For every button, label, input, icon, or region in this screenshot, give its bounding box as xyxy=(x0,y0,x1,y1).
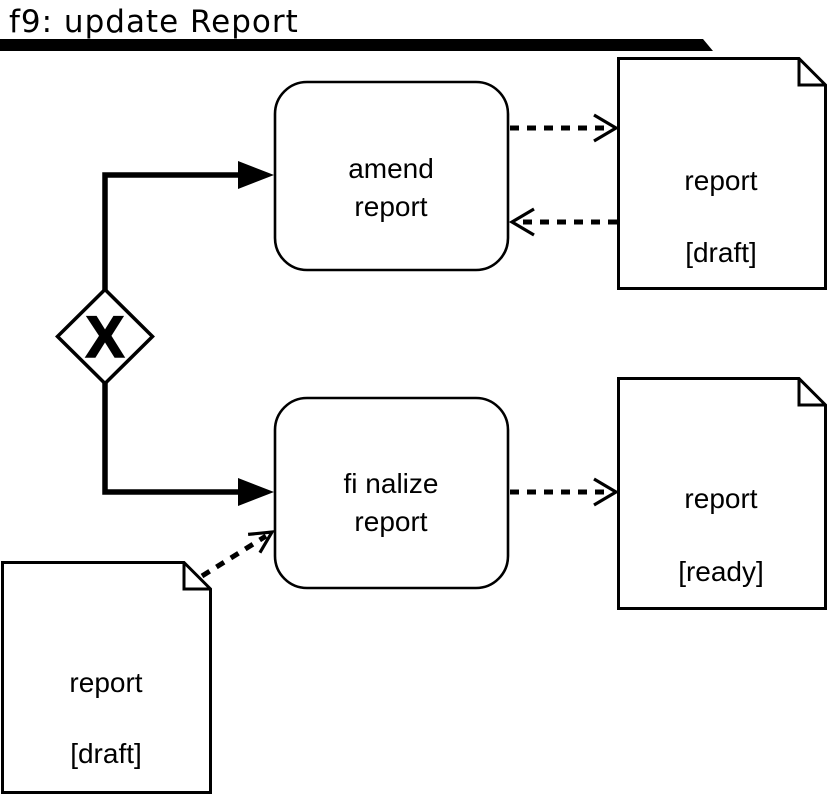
document-page xyxy=(617,377,827,610)
document-label-line1: report xyxy=(684,165,757,196)
document-label-line1: report xyxy=(69,667,142,698)
sequence-flow-to-amend xyxy=(102,161,274,290)
document-label-line1: report xyxy=(684,483,757,514)
data-flow-draft-to-amend xyxy=(508,207,617,237)
document-fold-icon xyxy=(797,378,826,407)
arrowhead-solid xyxy=(238,478,274,506)
data-flow-finalize-to-ready xyxy=(510,477,620,507)
document-report-draft-top: report [draft] xyxy=(617,57,827,290)
page-title: f9: update Report xyxy=(9,4,299,40)
task-finalize-report: fi nalize report xyxy=(273,396,510,590)
arrowhead-open xyxy=(247,530,275,554)
document-page xyxy=(617,57,827,290)
gateway-diamond xyxy=(55,287,155,386)
task-label-line2: report xyxy=(354,506,427,537)
arrowhead-solid xyxy=(238,161,274,189)
document-report-ready: report [ready] xyxy=(617,377,827,610)
title-block: f9: update Report xyxy=(0,4,713,51)
document-page xyxy=(1,561,212,794)
gateway-x-marker: X xyxy=(86,305,125,370)
document-report-draft-bottom: report [draft] xyxy=(1,561,212,794)
document-label-line2: [ready] xyxy=(678,556,764,587)
arrowhead-open xyxy=(593,477,620,507)
flow-line xyxy=(102,172,240,290)
arrowhead-open xyxy=(508,207,535,237)
task-label-line1: amend xyxy=(348,153,434,184)
association-line xyxy=(200,533,268,579)
title-underline-bar xyxy=(0,39,713,51)
task-box xyxy=(273,396,510,590)
document-label-line2: [draft] xyxy=(70,738,142,769)
document-label-line2: [draft] xyxy=(685,237,757,268)
flow-line xyxy=(102,383,240,495)
sequence-flow-to-finalize xyxy=(102,383,274,506)
task-amend-report: amend report xyxy=(273,80,510,272)
document-fold-icon xyxy=(797,58,826,87)
xor-gateway: X xyxy=(55,287,155,386)
task-label-line1: fi nalize xyxy=(344,468,439,499)
task-label-line2: report xyxy=(354,191,427,222)
data-flow-amend-to-draft xyxy=(510,113,620,143)
arrowhead-open xyxy=(593,113,620,143)
task-box xyxy=(273,80,510,272)
document-fold-icon xyxy=(182,562,211,591)
data-flow-draft-to-finalize xyxy=(200,530,275,579)
